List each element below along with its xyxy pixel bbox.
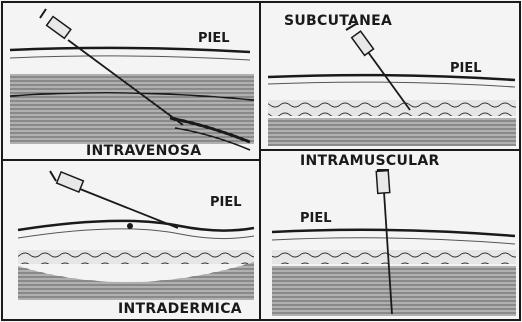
skin-label: PIEL (210, 196, 242, 209)
panel-intradermica (18, 171, 254, 300)
skin-line (272, 230, 515, 236)
panel-title-intramuscular: INTRAMUSCULAR (300, 154, 440, 168)
skin-label: PIEL (450, 62, 482, 75)
skin-line-inner (10, 56, 250, 60)
skin-label: PIEL (198, 32, 230, 45)
subcutaneous-layer (268, 100, 516, 116)
muscle-layer (18, 262, 254, 300)
syringe-icon (50, 171, 178, 228)
panel-subcutanea (268, 24, 516, 146)
muscle-layer (268, 118, 516, 146)
skin-line-inner (272, 238, 515, 244)
panel-intramuscular (272, 170, 516, 316)
intradermal-bleb (127, 223, 133, 229)
skin-label: PIEL (300, 212, 332, 225)
panel-title-subcutanea: SUBCUTANEA (284, 14, 392, 28)
muscle-layer (272, 266, 516, 316)
subcutaneous-layer (272, 250, 516, 264)
subcutaneous-layer (18, 250, 254, 264)
syringe-icon (346, 24, 410, 110)
panel-title-intradermica: INTRADERMICA (118, 302, 242, 316)
panel-title-intravenosa: INTRAVENOSA (86, 144, 201, 158)
tissue-layers (10, 74, 254, 144)
skin-line (10, 48, 250, 52)
